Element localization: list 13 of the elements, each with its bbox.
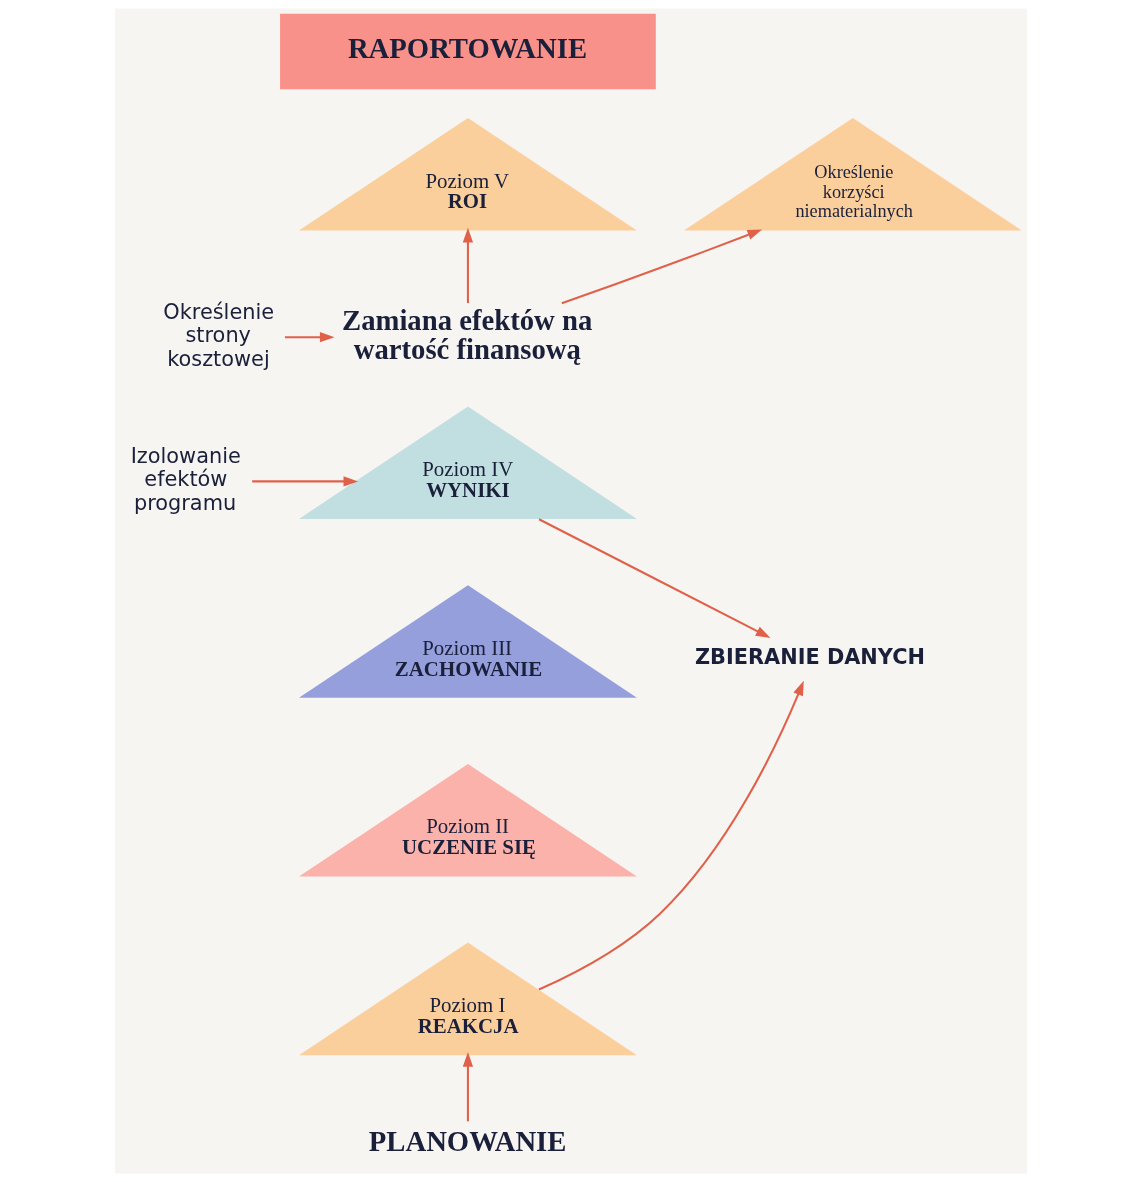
arrow (462, 1052, 473, 1122)
arrow (538, 680, 804, 991)
node-text: ZBIERANIE DANYCH (694, 644, 925, 669)
node-text: Izolowanie efektów programu (130, 443, 241, 515)
arrow (560, 229, 762, 305)
node-text: Określenie strony kosztowej (162, 299, 274, 371)
node-text: Zamiana efektów na wartość finansową (341, 304, 592, 365)
arrow (462, 227, 473, 304)
node-box: RAPORTOWANIE (279, 13, 656, 90)
node-text: PLANOWANIE (368, 1124, 566, 1157)
arrow (251, 476, 358, 487)
arrow (284, 332, 335, 343)
arrow (538, 518, 770, 638)
